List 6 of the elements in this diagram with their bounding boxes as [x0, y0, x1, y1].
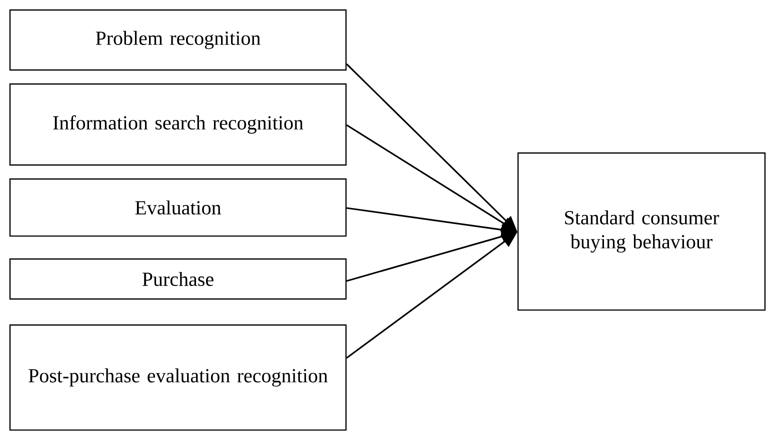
process-box: Evaluation	[9, 178, 347, 237]
process-box: Post-purchase evaluation recognition	[9, 324, 347, 431]
process-box: Information search recognition	[9, 83, 347, 166]
process-box: Standard consumer buying behaviour	[517, 152, 766, 311]
process-box: Purchase	[9, 258, 347, 300]
process-box: Problem recognition	[9, 9, 347, 71]
